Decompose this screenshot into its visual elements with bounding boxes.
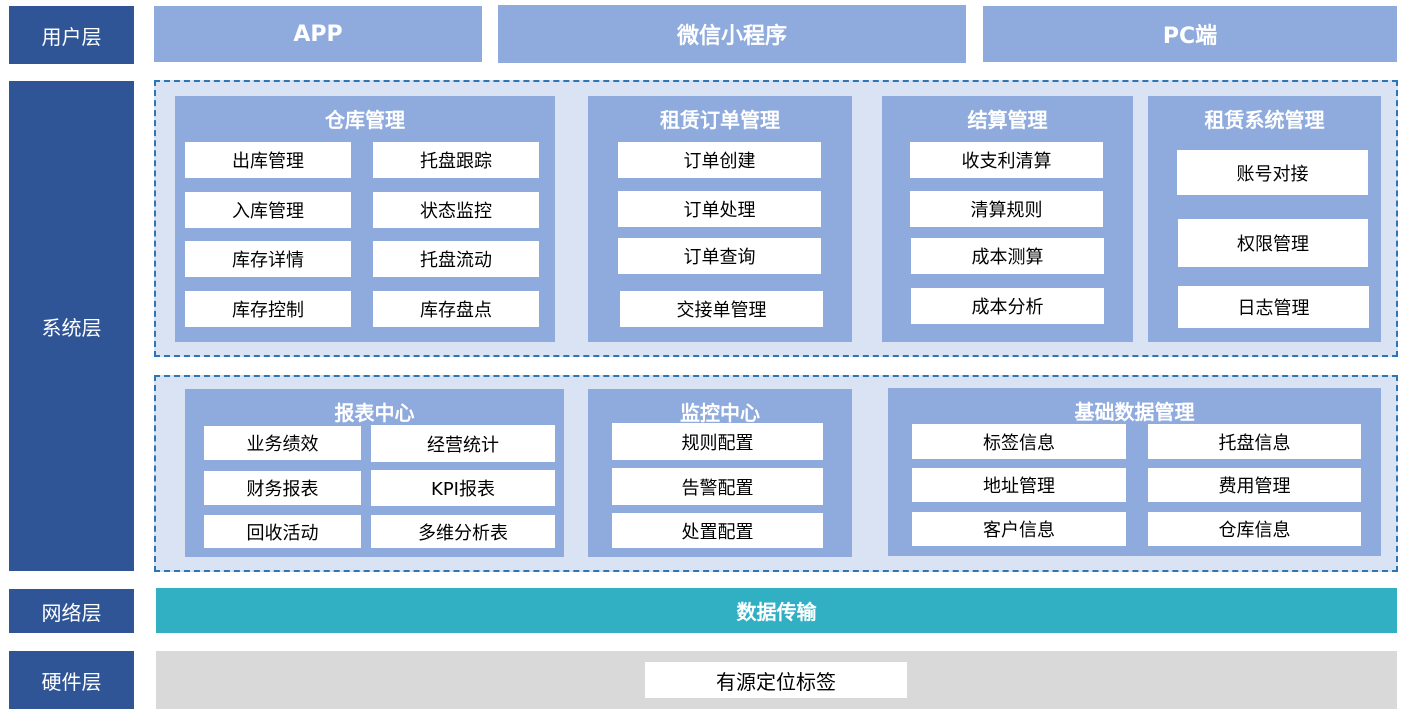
layer-label-hardware: 硬件层 bbox=[9, 651, 134, 709]
warehouse-item: 状态监控 bbox=[373, 192, 539, 228]
layer-label-user-text: 用户层 bbox=[41, 24, 102, 49]
warehouse-item: 库存盘点 bbox=[373, 291, 539, 327]
base-data-item: 托盘信息 bbox=[1148, 424, 1361, 459]
layer-label-network-text: 网络层 bbox=[41, 600, 102, 625]
user-box-pc: PC端 bbox=[983, 6, 1397, 62]
user-box-pc-text: PC端 bbox=[1162, 24, 1218, 49]
panel-report-center-title: 报表中心 bbox=[334, 401, 415, 425]
rental-order-item: 交接单管理 bbox=[620, 291, 823, 327]
settlement-item: 成本测算 bbox=[911, 238, 1104, 274]
report-item: KPI报表 bbox=[371, 470, 555, 506]
warehouse-item: 出库管理 bbox=[185, 142, 351, 178]
layer-label-network: 网络层 bbox=[9, 589, 134, 633]
user-box-app: APP bbox=[154, 6, 482, 62]
report-item: 业务绩效 bbox=[204, 426, 361, 460]
warehouse-item: 托盘跟踪 bbox=[373, 142, 539, 178]
rental-system-item: 账号对接 bbox=[1177, 150, 1368, 195]
network-bar-text: 数据传输 bbox=[736, 600, 817, 624]
monitor-item: 规则配置 bbox=[612, 423, 823, 460]
panel-rental-order-title: 租赁订单管理 bbox=[660, 108, 780, 132]
user-box-wechat-text: 微信小程序 bbox=[676, 24, 787, 49]
rental-system-item: 日志管理 bbox=[1178, 286, 1369, 328]
layer-label-system-text: 系统层 bbox=[41, 315, 102, 340]
panel-warehouse-title: 仓库管理 bbox=[325, 108, 405, 132]
rental-order-item: 订单创建 bbox=[618, 142, 821, 178]
rental-order-item: 订单查询 bbox=[618, 238, 821, 274]
panel-base-data-title: 基础数据管理 bbox=[1074, 400, 1195, 424]
warehouse-item: 入库管理 bbox=[185, 192, 351, 228]
panel-settlement-title: 结算管理 bbox=[967, 108, 1048, 132]
panel-rental-system-title: 租赁系统管理 bbox=[1204, 108, 1325, 132]
settlement-item: 清算规则 bbox=[910, 191, 1103, 227]
base-data-item: 费用管理 bbox=[1148, 468, 1361, 502]
warehouse-item: 库存控制 bbox=[185, 291, 351, 327]
layer-label-user: 用户层 bbox=[9, 6, 134, 64]
base-data-item: 地址管理 bbox=[912, 468, 1126, 502]
user-box-app-text: APP bbox=[293, 21, 343, 47]
panel-monitor-center-title: 监控中心 bbox=[680, 401, 760, 425]
base-data-item: 客户信息 bbox=[912, 512, 1126, 546]
report-item: 经营统计 bbox=[371, 425, 555, 462]
hardware-item: 有源定位标签 bbox=[645, 662, 907, 698]
user-box-wechat: 微信小程序 bbox=[498, 5, 966, 63]
settlement-item: 收支利清算 bbox=[910, 142, 1103, 178]
base-data-item: 标签信息 bbox=[912, 424, 1126, 459]
monitor-item: 告警配置 bbox=[612, 468, 823, 505]
layer-label-system: 系统层 bbox=[9, 81, 134, 571]
rental-system-item: 权限管理 bbox=[1178, 219, 1368, 267]
rental-order-item: 订单处理 bbox=[618, 191, 821, 227]
monitor-item: 处置配置 bbox=[612, 513, 823, 548]
settlement-item: 成本分析 bbox=[911, 288, 1104, 324]
warehouse-item: 库存详情 bbox=[185, 241, 351, 277]
layer-label-hardware-text: 硬件层 bbox=[41, 669, 102, 694]
network-bar: 数据传输 bbox=[156, 588, 1397, 633]
report-item: 财务报表 bbox=[204, 471, 361, 505]
report-item: 多维分析表 bbox=[371, 515, 555, 548]
base-data-item: 仓库信息 bbox=[1148, 512, 1361, 546]
report-item: 回收活动 bbox=[204, 515, 361, 548]
warehouse-item: 托盘流动 bbox=[373, 241, 539, 277]
